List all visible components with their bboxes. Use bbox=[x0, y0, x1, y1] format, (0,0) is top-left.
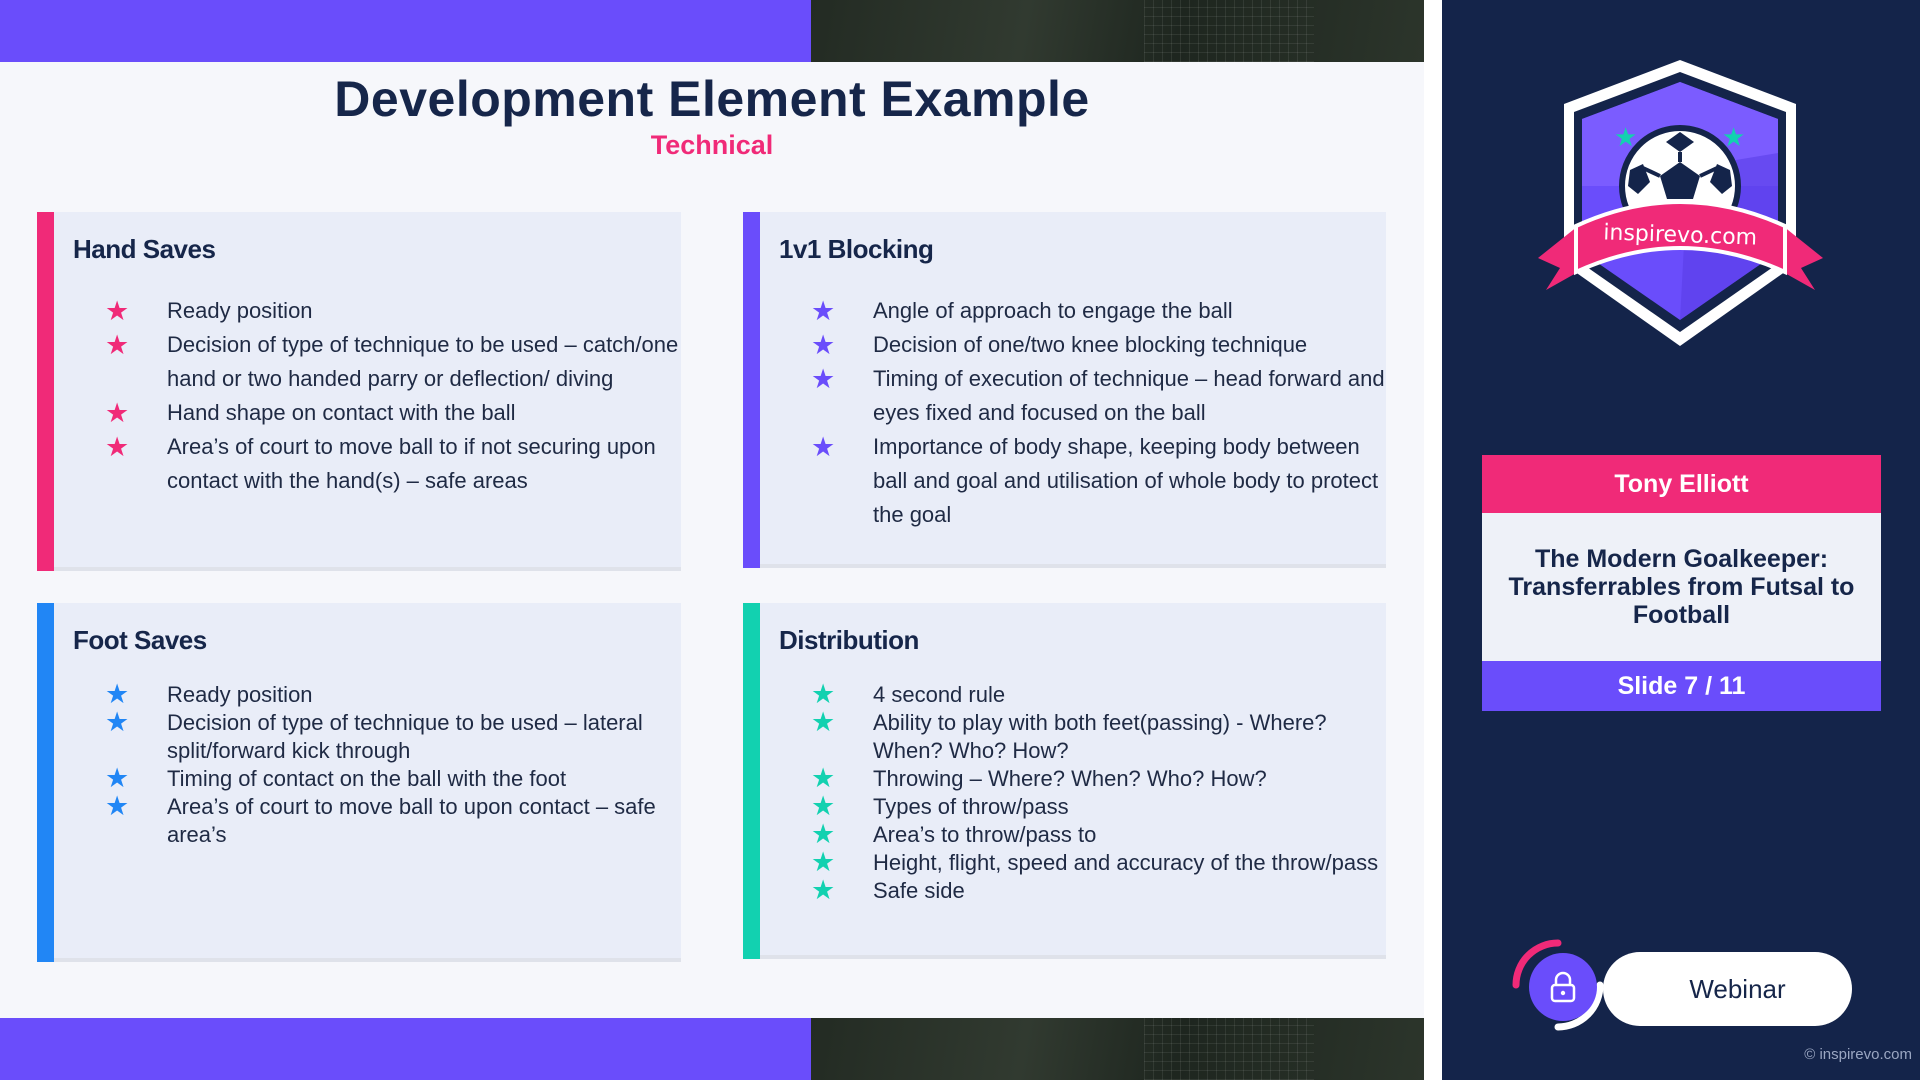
list-item: ★ Decision of type of technique to be use… bbox=[97, 328, 687, 396]
star-icon: ★ bbox=[105, 296, 130, 326]
star-icon: ★ bbox=[811, 679, 836, 709]
card-heading: 1v1 Blocking bbox=[779, 234, 934, 264]
slide-indicator: Slide 7 / 11 bbox=[1482, 661, 1881, 711]
list-item: ★ Ready position bbox=[97, 681, 687, 709]
list-item: ★ Height, flight, speed and accuracy of … bbox=[803, 849, 1393, 877]
star-icon: ★ bbox=[811, 819, 836, 849]
list-item-text: Ready position bbox=[167, 682, 313, 707]
list-item-text: Decision of type of technique to be used… bbox=[167, 332, 679, 391]
lock-ring-icon bbox=[1512, 939, 1604, 1031]
list-item-text: Ready position bbox=[167, 298, 313, 323]
list-item-text: Types of throw/pass bbox=[873, 794, 1069, 819]
star-icon: ★ bbox=[105, 763, 130, 793]
bottom-banner bbox=[0, 1018, 1424, 1080]
card-list: ★ Ready position ★ Decision of type of tech… bbox=[97, 681, 687, 849]
card-accent-bar bbox=[743, 603, 760, 959]
card-hand-saves: Hand Saves ★ Ready position ★ Decision of t… bbox=[37, 212, 681, 571]
list-item-text: Throwing – Where? When? Who? How? bbox=[873, 766, 1267, 791]
star-icon: ★ bbox=[105, 432, 130, 462]
top-banner-purple bbox=[0, 0, 811, 62]
list-item: ★ Area’s of court to move ball to if not … bbox=[97, 430, 687, 498]
star-icon: ★ bbox=[811, 364, 836, 394]
list-item-text: Timing of execution of technique – head … bbox=[873, 366, 1385, 425]
presenter-name: Tony Elliott bbox=[1482, 455, 1881, 513]
card-accent-bar bbox=[37, 603, 54, 962]
list-item: ★ Ability to play with both feet(passing… bbox=[803, 709, 1393, 765]
card-distribution: Distribution ★ 4 second rule ★ Ability to … bbox=[743, 603, 1386, 959]
list-item: ★ Area’s to throw/pass to bbox=[803, 821, 1393, 849]
list-item: ★ Hand shape on contact with the ball bbox=[97, 396, 687, 430]
list-item: ★ Throwing – Where? When? Who? How? bbox=[803, 765, 1393, 793]
list-item-text: Decision of type of technique to be used… bbox=[167, 710, 643, 763]
star-icon: ★ bbox=[811, 763, 836, 793]
bottom-banner-purple bbox=[0, 1018, 811, 1080]
copyright-text: © inspirevo.com bbox=[1804, 1046, 1912, 1063]
logo-star-right-icon: ★ bbox=[1722, 123, 1745, 153]
inspirevo-logo: ★ ★ inspirevo.com bbox=[1538, 60, 1823, 346]
star-icon: ★ bbox=[811, 432, 836, 462]
logo-text: inspirevo.com bbox=[1603, 220, 1758, 250]
list-item: ★ Types of throw/pass bbox=[803, 793, 1393, 821]
slide-canvas: Development Element Example Technical Ha… bbox=[0, 0, 1424, 1080]
list-item: ★ Decision of type of technique to be use… bbox=[97, 709, 687, 765]
list-item: ★ Timing of contact on the ball with the … bbox=[97, 765, 687, 793]
list-item: ★ Timing of execution of technique – head… bbox=[803, 362, 1393, 430]
list-item: ★ 4 second rule bbox=[803, 681, 1393, 709]
star-icon: ★ bbox=[105, 398, 130, 428]
card-list: ★4 second rule★ Ability to play with bot… bbox=[803, 681, 1393, 905]
list-item-text: Area’s of court to move ball to if not s… bbox=[167, 434, 656, 493]
list-item-text: Hand shape on contact with the ball bbox=[167, 400, 516, 425]
list-item: ★ Angle of approach to engage the ball bbox=[803, 294, 1393, 328]
star-icon: ★ bbox=[811, 847, 836, 877]
card-1v1-blocking: 1v1 Blocking ★ Angle of approach to engag… bbox=[743, 212, 1386, 568]
presentation-info-card: Tony Elliott The Modern Goalkeeper: Tran… bbox=[1482, 455, 1881, 711]
slide-subtitle: Technical bbox=[650, 130, 774, 160]
card-list: ★ Angle of approach to engage the ball ★ De… bbox=[803, 294, 1393, 532]
list-item-text: Area’s to throw/pass to bbox=[873, 822, 1097, 847]
list-item-text: Ability to play with both feet(passing) … bbox=[873, 710, 1327, 763]
course-title: The Modern Goalkeeper: Transferrables fr… bbox=[1482, 513, 1881, 661]
star-icon: ★ bbox=[811, 330, 836, 360]
star-icon: ★ bbox=[811, 791, 836, 821]
star-icon: ★ bbox=[811, 296, 836, 326]
list-item-text: Height, flight, speed and accuracy of th… bbox=[873, 850, 1379, 875]
list-item: ★ Ready position bbox=[97, 294, 687, 328]
list-item: ★ Importance of body shape, keeping body … bbox=[803, 430, 1393, 532]
list-item-text: Timing of contact on the ball with the f… bbox=[167, 766, 567, 791]
card-list: ★ Ready position ★ Decision of type of tech… bbox=[97, 294, 687, 498]
star-icon: ★ bbox=[105, 791, 130, 821]
card-accent-bar bbox=[37, 212, 54, 571]
star-icon: ★ bbox=[105, 707, 130, 737]
star-icon: ★ bbox=[105, 679, 130, 709]
card-foot-saves: Foot Saves ★ Ready position ★ Decision of t… bbox=[37, 603, 681, 962]
top-banner-photo bbox=[811, 0, 1424, 62]
card-accent-bar bbox=[743, 212, 760, 568]
list-item-text: Importance of body shape, keeping body b… bbox=[873, 434, 1379, 527]
webinar-button[interactable]: Webinar bbox=[1603, 952, 1852, 1026]
list-item-text: Area’s of court to move ball to upon con… bbox=[167, 794, 656, 847]
list-item-text: 4 second rule bbox=[873, 682, 1006, 707]
star-icon: ★ bbox=[105, 330, 130, 360]
slide-title: Development Element Example bbox=[334, 71, 1090, 127]
list-item: ★ Decision of one/two knee blocking techn… bbox=[803, 328, 1393, 362]
star-icon: ★ bbox=[811, 707, 836, 737]
list-item-text: Angle of approach to engage the ball bbox=[873, 298, 1233, 323]
list-item: ★ Area’s of court to move ball to upon co… bbox=[97, 793, 687, 849]
lock-button[interactable] bbox=[1529, 953, 1597, 1021]
star-icon: ★ bbox=[811, 875, 836, 905]
list-item-text: Safe side bbox=[873, 878, 965, 903]
bottom-banner-photo bbox=[811, 1018, 1424, 1080]
lock-icon bbox=[1550, 971, 1576, 1003]
logo-star-left-icon: ★ bbox=[1614, 123, 1637, 153]
list-item: ★ Safe side bbox=[803, 877, 1393, 905]
card-heading: Foot Saves bbox=[73, 625, 207, 655]
top-banner bbox=[0, 0, 1424, 62]
card-heading: Distribution bbox=[779, 625, 919, 655]
list-item-text: Decision of one/two knee blocking techni… bbox=[873, 332, 1308, 357]
card-heading: Hand Saves bbox=[73, 234, 216, 264]
